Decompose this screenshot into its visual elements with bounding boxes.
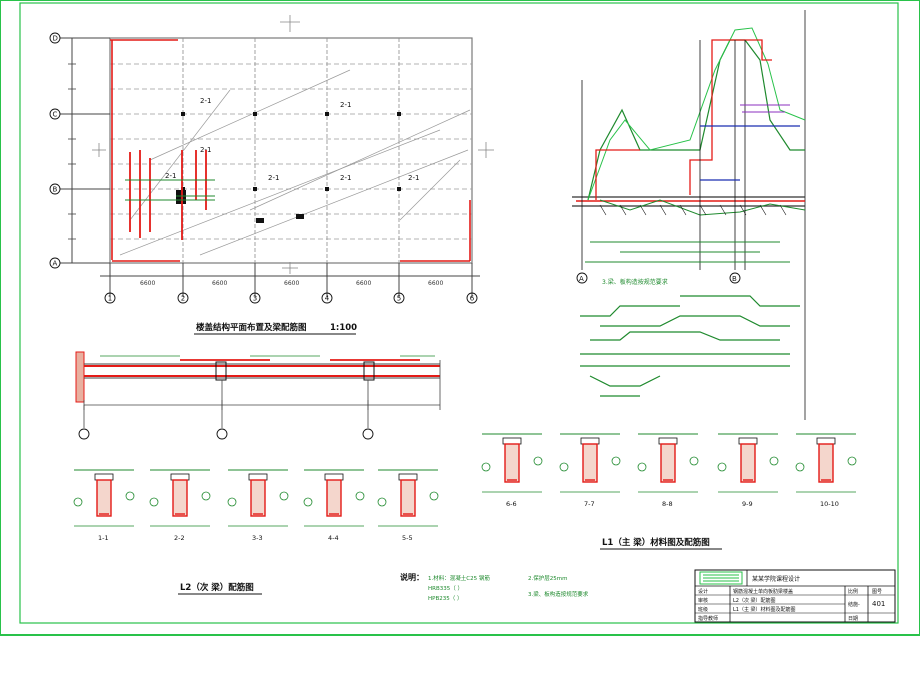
notes-heading: 说明： <box>400 572 424 582</box>
cross-section: 7-7 <box>559 433 621 508</box>
l1-axis-bubble <box>576 272 588 284</box>
slab-label: 2-1 <box>200 146 211 154</box>
cross-section: 6-6 <box>481 433 543 508</box>
slab-label: 2-1 <box>340 101 351 109</box>
notes-line: 1.材料：混凝土C25 钢筋 <box>428 574 490 582</box>
cross-section: 1-1 <box>73 469 135 542</box>
cross-section: 2-2 <box>149 469 211 542</box>
notes-line: 2.保护层25mm <box>528 574 567 582</box>
tb-sheet-label: 结施- <box>848 601 860 608</box>
cross-section: 9-9 <box>717 433 779 508</box>
notes: 说明： 1.材料：混凝土C25 钢筋 HRB335（ ） HPB235（ ） 2… <box>400 572 589 602</box>
axis-number: 5 <box>397 295 401 303</box>
section-label: 5-5 <box>402 534 413 542</box>
tb-row-label: 审核 <box>698 597 708 604</box>
slab-label: 2-1 <box>165 172 176 180</box>
axis-number: 6 <box>470 295 475 303</box>
notes-line: HRB335（ ） <box>428 585 463 592</box>
title-block: 某某学院课程设计 设计 审核 班级 指导教师 钢筋混凝土单向板肋梁楼盖 L2（次… <box>694 569 896 623</box>
section-label: 6-6 <box>506 500 517 508</box>
span-dim: 6600 <box>284 280 299 287</box>
section-label: 1-1 <box>98 534 109 542</box>
plan-scale: 1:100 <box>330 323 357 333</box>
axis-number: 3 <box>253 295 257 303</box>
l1-title: L1（主 梁）材料图及配筋图 <box>602 537 710 548</box>
axis-bubble <box>177 292 189 304</box>
axis-bubble <box>104 292 116 304</box>
sheet-outer-border <box>0 0 920 636</box>
axis-letter: D <box>53 35 58 43</box>
axis-bubble <box>49 108 61 120</box>
axis-number: 1 <box>108 295 112 303</box>
title-logo <box>699 571 743 585</box>
tb-row-label: 指导教师 <box>698 615 718 622</box>
l1-cross-sections: 6-6 7-7 8-8 9-9 10-10 <box>481 433 857 508</box>
slab-label: 2-1 <box>200 97 211 105</box>
plan-axis-letters: A B C D <box>49 32 61 269</box>
axis-bubble <box>49 257 61 269</box>
tb-date-label: 日期 <box>848 616 858 622</box>
sheet-inner-border <box>19 2 899 624</box>
axis-letter: C <box>53 111 58 119</box>
l1-rebar-schedule <box>580 295 800 397</box>
l2-beam-elevation <box>75 351 441 440</box>
cross-section: 5-5 <box>377 469 439 542</box>
span-dim: 6600 <box>212 280 227 287</box>
axis-bubble <box>321 292 333 304</box>
plan-title: 楼盖结构平面布置及梁配筋图 <box>196 322 307 333</box>
floor-plan <box>60 15 494 297</box>
axis-bubble <box>393 292 405 304</box>
cross-section: 4-4 <box>303 469 365 542</box>
section-label: 4-4 <box>328 534 339 542</box>
tb-scale-label: 比例 <box>848 588 858 595</box>
cross-section: 3-3 <box>227 469 289 542</box>
axis-letter: A <box>53 260 58 268</box>
plan-dim-labels: 6600 6600 6600 6600 6600 <box>140 280 443 287</box>
tb-school: 某某学院课程设计 <box>752 575 800 583</box>
tb-drawing-title: 钢筋混凝土单向板肋梁楼盖 <box>733 588 793 595</box>
tb-row-label: 设计 <box>698 588 708 595</box>
span-dim: 6600 <box>140 280 155 287</box>
section-label: 2-2 <box>174 534 185 542</box>
l1-note: 3.梁、板构造按规范要求 <box>602 278 668 286</box>
section-label: 9-9 <box>742 500 753 508</box>
cross-section: 8-8 <box>637 433 699 508</box>
axis-number: 4 <box>325 295 330 303</box>
section-label: 3-3 <box>252 534 263 542</box>
slab-labels: 2-1 2-1 2-1 2-1 2-1 2-1 2-1 <box>165 97 419 182</box>
slab-label: 2-1 <box>408 174 419 182</box>
axis-number: 2 <box>181 295 185 303</box>
notes-line: 3.梁、板构造按规范要求 <box>528 590 589 598</box>
span-dim: 6600 <box>428 280 443 287</box>
section-label: 8-8 <box>662 500 673 508</box>
l1-axis-label: A <box>579 275 584 283</box>
plan-axis-numbers: 1 2 3 4 5 6 <box>104 292 478 304</box>
section-label: 10-10 <box>820 500 839 508</box>
section-label: 7-7 <box>584 500 595 508</box>
tb-drawing-no: 401 <box>872 600 885 608</box>
l1-axis-bubble <box>729 272 741 284</box>
tb-drawing-no-label: 图号 <box>872 589 882 595</box>
l1-material-diagram: A B <box>572 10 806 420</box>
axis-bubble <box>466 292 478 304</box>
slab-label: 2-1 <box>268 174 279 182</box>
l2-title: L2（次 梁）配筋图 <box>180 582 254 593</box>
l2-cross-sections: 1-1 2-2 3-3 4-4 5-5 <box>73 469 439 542</box>
cross-section: 10-10 <box>795 433 857 508</box>
slab-label: 2-1 <box>340 174 351 182</box>
l1-axis-label: B <box>732 275 737 283</box>
tb-drawing-title: L2（次 梁）配筋图 <box>733 597 776 604</box>
axis-letter: B <box>53 186 58 194</box>
axis-bubble <box>49 32 61 44</box>
tb-row-label: 班级 <box>698 606 708 613</box>
notes-line: HPB235（ ） <box>428 595 462 602</box>
tb-drawing-title: L1（主 梁）材料图及配筋图 <box>733 606 796 613</box>
axis-bubble <box>249 292 261 304</box>
axis-bubble <box>49 183 61 195</box>
span-dim: 6600 <box>356 280 371 287</box>
